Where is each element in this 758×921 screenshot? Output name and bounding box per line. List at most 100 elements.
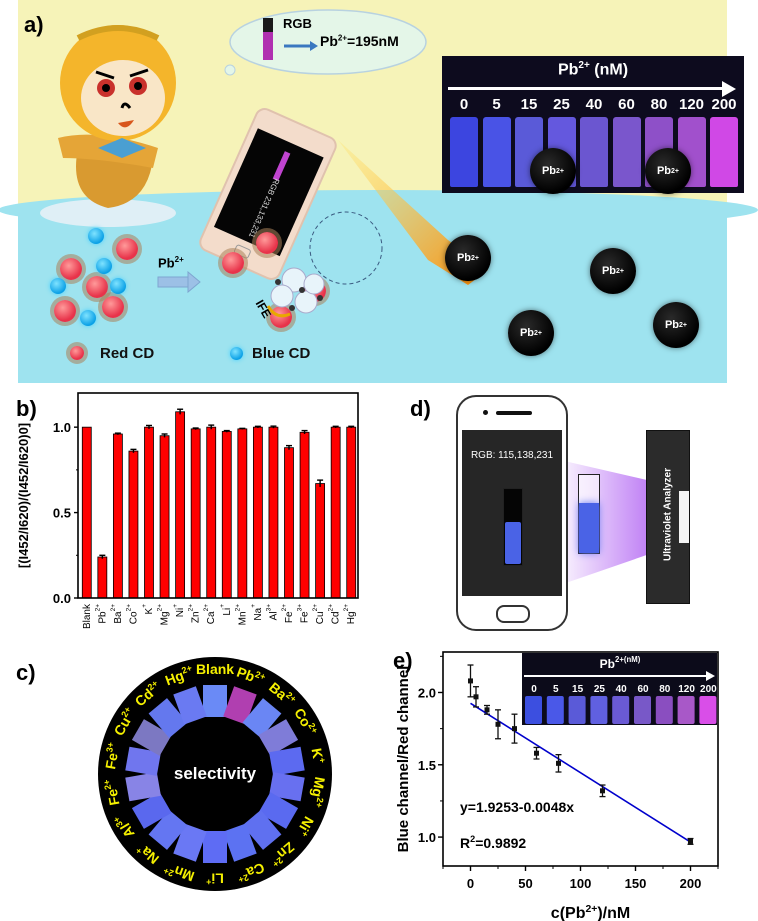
- bar: [346, 426, 357, 599]
- data-point: [512, 726, 517, 732]
- strip-tube-label: 5: [492, 96, 501, 113]
- legend-blue-cd-label: Blue CD: [252, 345, 311, 362]
- thought-result-prefix: Pb: [320, 33, 338, 49]
- wheel-ion-label: K+: [308, 746, 328, 764]
- y-tick-label: 0.5: [53, 506, 71, 521]
- bar: [299, 431, 310, 599]
- tube-strip-arrow: [448, 87, 722, 90]
- strip-tube-label: 40: [585, 96, 603, 113]
- wheel-center-label: selectivity: [173, 764, 257, 783]
- bar: [330, 426, 341, 599]
- phone-d-tube: [503, 488, 523, 566]
- inset-arrowhead: [706, 671, 715, 681]
- reaction-arrow-label: Pb2+: [158, 255, 184, 270]
- strip-title-prefix: Pb: [557, 61, 579, 79]
- pb-ion-label: Pb: [519, 327, 535, 339]
- x-tick-label: Blank: [82, 603, 93, 629]
- thought-result: Pb2+=195nM: [320, 33, 399, 49]
- bar: [315, 483, 326, 599]
- x-tick-label: Na+: [250, 604, 264, 621]
- red-cd: [86, 276, 108, 298]
- character-scarf: [98, 138, 146, 158]
- blue-cd: [88, 228, 104, 244]
- inset-tube: [634, 696, 651, 724]
- wheel-spoke: Blank: [196, 661, 234, 717]
- phone-camera: [483, 410, 488, 415]
- chart-e-fit: [470, 702, 691, 843]
- x-tick-label: Mg2+: [157, 604, 171, 626]
- x-tick-label: Cd2+: [328, 604, 342, 624]
- phone-a-tube: [272, 151, 291, 182]
- x-tick-label: 50: [518, 876, 532, 891]
- pb-ion-sup: 2+: [534, 329, 543, 337]
- strip-tube: [580, 117, 608, 187]
- wheel-ion-label: Li+: [206, 870, 224, 887]
- data-point: [473, 694, 479, 700]
- wheel-ion-label: Fe2+: [101, 778, 123, 807]
- strip-tube-label: 200: [711, 96, 737, 113]
- data-point: [556, 760, 561, 766]
- blue-cd: [110, 278, 126, 294]
- pb-ion-label: Pb: [541, 165, 557, 177]
- pb-ion-sup: 2+: [556, 167, 565, 175]
- inset-tube: [699, 696, 717, 724]
- reaction-arrow: [157, 270, 201, 294]
- pb-ion-label: Pb: [664, 319, 680, 331]
- thought-tube: [263, 18, 273, 60]
- ife-complex: [266, 211, 383, 318]
- thought-result-sup: 2+: [337, 33, 348, 43]
- data-point: [688, 838, 693, 844]
- x-tick-label: Ni+: [172, 604, 186, 617]
- strip-tube-label: 60: [618, 96, 635, 113]
- x-tick-label: Mn2+: [234, 604, 248, 626]
- bar: [190, 428, 201, 599]
- phone-home-button: [496, 605, 530, 623]
- legend-blue-cd-swatch: [230, 347, 243, 360]
- inset-tube: [590, 696, 608, 724]
- x-tick-label: Al3+: [265, 604, 279, 621]
- plot-frame: [77, 392, 359, 599]
- bar: [237, 428, 248, 599]
- red-cd: [60, 258, 82, 280]
- uv-analyzer-device: Ultraviolet Analyzer: [633, 430, 703, 604]
- strip-tube: [710, 117, 738, 187]
- strip-title-sup: 2+: [578, 60, 590, 71]
- data-point: [484, 707, 490, 713]
- pb-ion-sup: 2+: [616, 267, 625, 275]
- inset-tube-label: 15: [572, 684, 584, 695]
- x-tick-label: Fe2+: [281, 604, 295, 623]
- reaction-label-prefix: Pb: [158, 255, 175, 271]
- reaction-label-sup: 2+: [174, 255, 184, 264]
- thought-result-suffix: =195nM: [347, 33, 399, 49]
- r-squared: R2=0.9892: [460, 834, 526, 851]
- bar: [159, 435, 170, 599]
- x-tick-label: 100: [570, 876, 592, 891]
- red-cd: [116, 238, 138, 260]
- x-tick-label: Li+: [219, 604, 233, 616]
- chart-b-bars: [81, 408, 357, 599]
- strip-tube: [450, 117, 478, 187]
- x-tick-label: Fe3+: [297, 604, 311, 623]
- bar: [206, 426, 217, 599]
- panel-label-d: d): [410, 396, 431, 421]
- character-headband: [76, 25, 160, 41]
- wheel-center: selectivity: [162, 721, 268, 827]
- bar: [144, 426, 154, 599]
- inset-tube: [677, 696, 695, 724]
- strip-tube: [482, 117, 511, 187]
- pb-ion-label: Pb: [601, 265, 617, 277]
- cuvette-d-liquid: [579, 503, 599, 553]
- phone-d-rgb-text: RGB: 115,138,231: [470, 450, 554, 461]
- cloud-platform: [40, 199, 176, 227]
- bar: [252, 426, 263, 599]
- inset-tube: [655, 696, 673, 724]
- red-cd: [54, 300, 76, 322]
- tube-strip-arrowhead: [722, 81, 736, 97]
- data-point: [600, 788, 605, 794]
- panel-label-b: b): [16, 396, 37, 421]
- x-tick-label: Cu2+: [312, 604, 326, 624]
- thought-rgb-label: RGB: [283, 16, 312, 31]
